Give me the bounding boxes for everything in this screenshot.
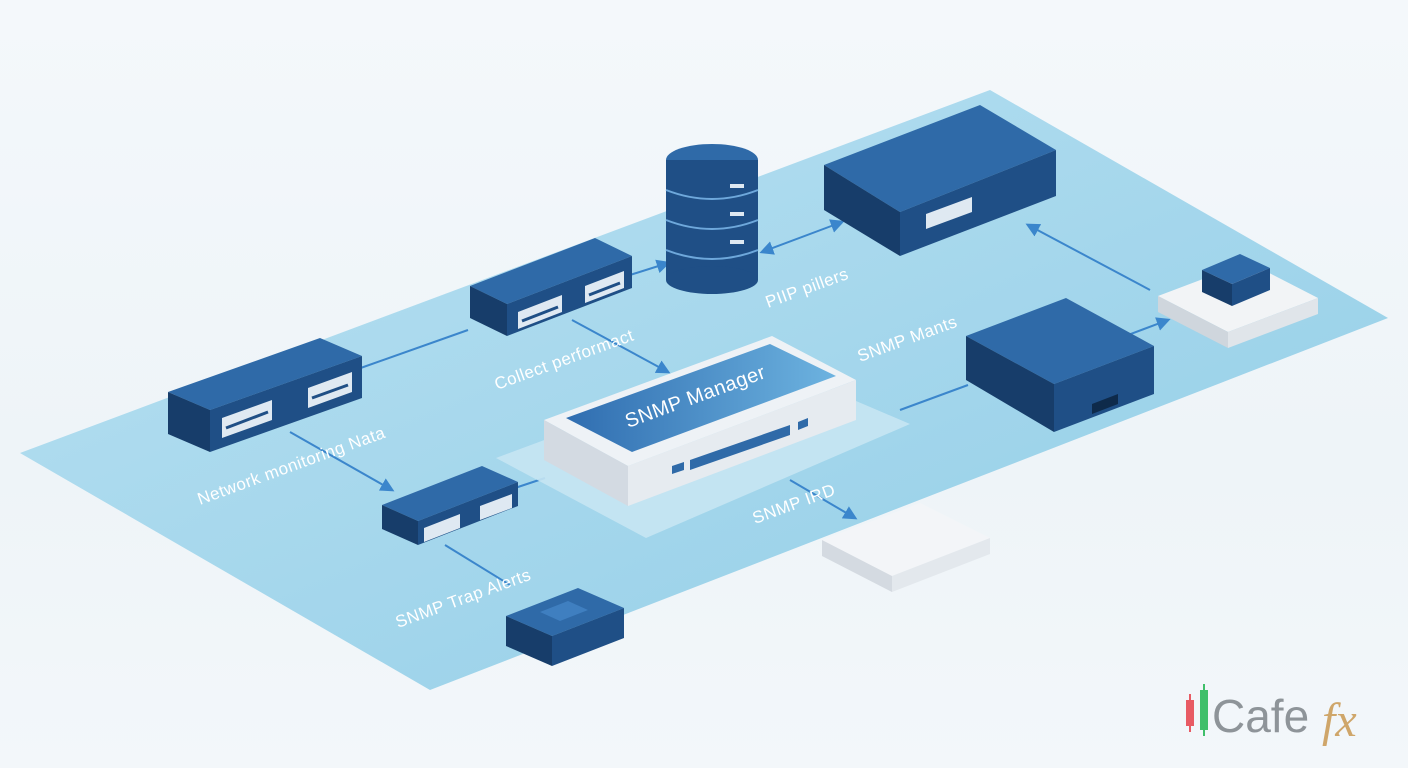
arrow-switch2-to-manager	[571, 319, 671, 374]
arrow-switch3-to-device	[444, 544, 511, 586]
arrow-switch1-to-switch2	[354, 329, 469, 371]
network-switch-2	[470, 238, 632, 336]
trap-device	[506, 588, 624, 666]
small-node	[1158, 254, 1318, 348]
network-switch-1	[168, 338, 362, 452]
arrow-switch1-to-switch3	[289, 431, 395, 492]
arrow-manager-to-server2	[899, 384, 969, 411]
cafefx-logo: Cafe fx	[1186, 684, 1357, 747]
arrow-node-to-server	[1025, 223, 1151, 291]
server-1	[824, 105, 1056, 256]
snmp-manager: SNMP Manager	[496, 336, 910, 538]
logo-brand: Cafe	[1212, 690, 1309, 742]
database-icon	[665, 144, 759, 294]
arrow-switch2-to-db	[629, 259, 671, 276]
arrow-db-to-server	[759, 219, 845, 255]
arrow-manager-to-box	[789, 479, 858, 520]
network-switch-3	[382, 466, 518, 545]
snmp-box	[822, 503, 990, 592]
server-2	[966, 298, 1154, 432]
logo-suffix: fx	[1322, 694, 1357, 747]
